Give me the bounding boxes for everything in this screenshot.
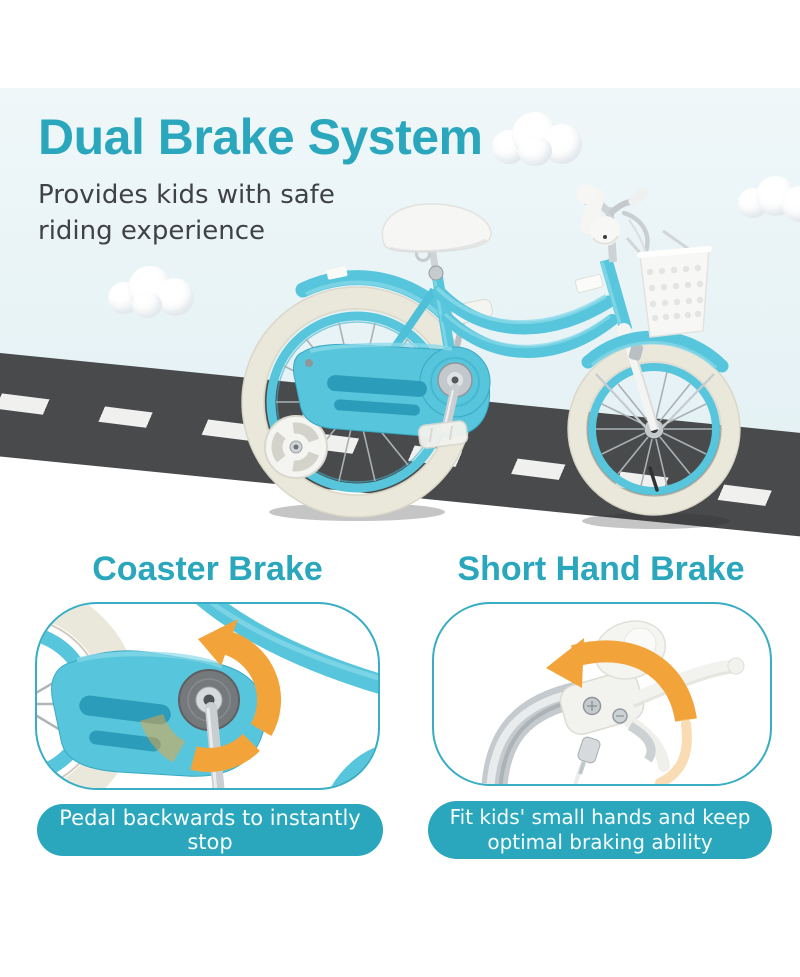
page-title: Dual Brake System (38, 109, 483, 165)
short-hand-brake-closeup (432, 602, 772, 786)
cloud-icon (108, 266, 194, 320)
cloud-icon (738, 176, 800, 224)
short-hand-brake-caption: Fit kids' small hands and keep optimal b… (428, 801, 772, 859)
cloud-icon (492, 112, 584, 166)
lever-blade (625, 659, 741, 707)
backward-rotation-arrow-icon (140, 619, 282, 772)
coaster-brake-illustration (37, 604, 378, 788)
coaster-brake-caption: Pedal backwards to instantly stop (37, 804, 383, 856)
squeeze-direction-arrow-icon (546, 638, 697, 784)
wheel-shadow (269, 503, 445, 521)
feature-heading-short-hand-brake: Short Hand Brake (457, 550, 745, 588)
page-subtitle: Provides kids with safe riding experienc… (38, 180, 335, 246)
feature-heading-coaster-brake: Coaster Brake (92, 550, 323, 588)
coaster-brake-closeup (35, 602, 380, 790)
hand-brake-illustration (481, 620, 745, 784)
